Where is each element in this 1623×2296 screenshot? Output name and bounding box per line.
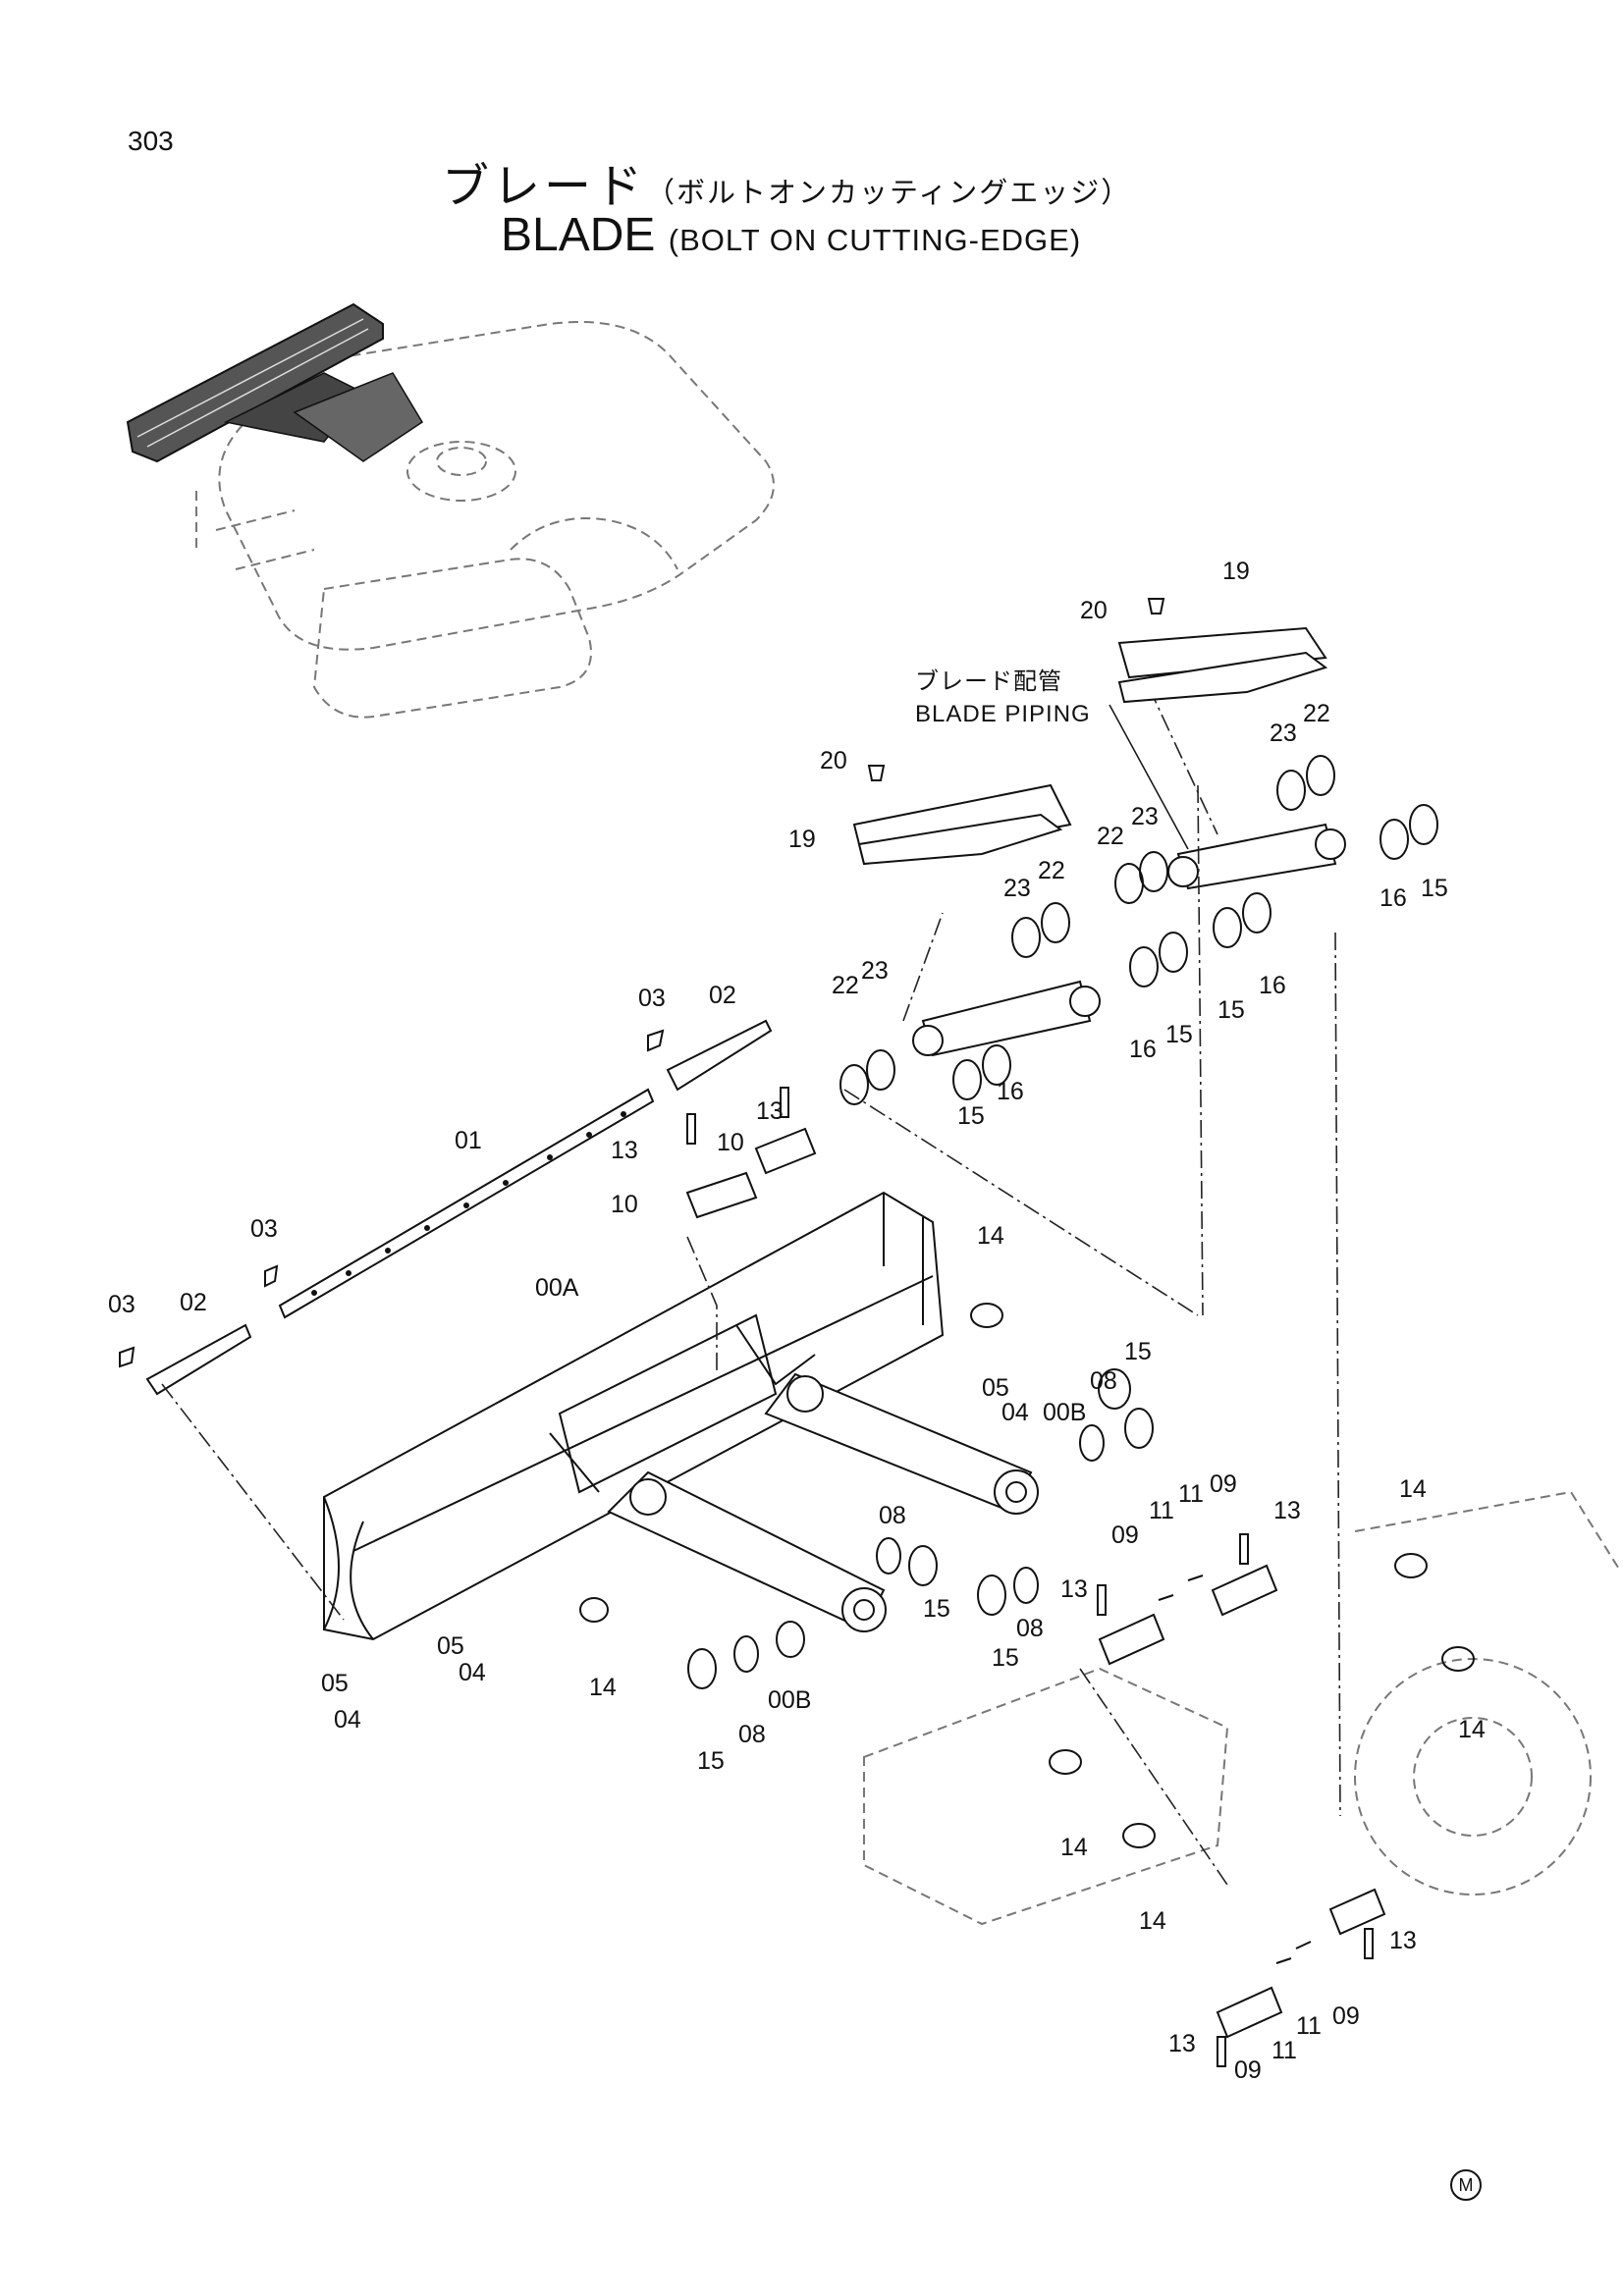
title-japanese: ブレード（ボルトオンカッティングエッジ） bbox=[442, 147, 1131, 216]
part-label-03: 03 bbox=[108, 1291, 135, 1318]
part-label-05: 05 bbox=[982, 1374, 1009, 1402]
part-label-09: 09 bbox=[1234, 2056, 1262, 2084]
part-label-15: 15 bbox=[923, 1595, 950, 1623]
part-label-04: 04 bbox=[334, 1706, 361, 1734]
part-label-15: 15 bbox=[1165, 1021, 1193, 1048]
part-label-08: 08 bbox=[1016, 1615, 1044, 1642]
part-label-14: 14 bbox=[1458, 1716, 1486, 1743]
part-label-08: 08 bbox=[879, 1502, 906, 1529]
part-label-13: 13 bbox=[1060, 1575, 1088, 1603]
part-label-08: 08 bbox=[738, 1721, 766, 1748]
part-label-15: 15 bbox=[957, 1102, 985, 1130]
cutting-edge-group bbox=[119, 1019, 773, 1396]
part-label-00B: 00B bbox=[768, 1686, 811, 1714]
part-label-14: 14 bbox=[1060, 1834, 1088, 1861]
undercarriage-sketch bbox=[863, 1490, 1621, 1926]
title-english: BLADE (BOLT ON CUTTING-EDGE) bbox=[501, 208, 1081, 262]
part-label-22: 22 bbox=[1097, 823, 1124, 850]
pins-and-fittings bbox=[685, 598, 1386, 2067]
overview-blade-shaded bbox=[126, 302, 424, 463]
part-label-20: 20 bbox=[820, 747, 847, 774]
part-label-22: 22 bbox=[832, 972, 859, 999]
title-jp-main: ブレード bbox=[442, 161, 647, 213]
page-number: 303 bbox=[128, 126, 174, 156]
part-label-00A: 00A bbox=[535, 1274, 579, 1302]
part-label-15: 15 bbox=[1217, 996, 1245, 1024]
washer-rings bbox=[579, 755, 1475, 1848]
part-label-09: 09 bbox=[1210, 1470, 1237, 1498]
part-label-23: 23 bbox=[1003, 875, 1031, 902]
part-label-14: 14 bbox=[977, 1222, 1004, 1250]
part-label-20: 20 bbox=[1080, 597, 1108, 624]
part-label-03: 03 bbox=[250, 1215, 278, 1243]
blade-piping-leader bbox=[1109, 704, 1189, 850]
part-label-02: 02 bbox=[709, 982, 736, 1009]
part-label-13: 13 bbox=[1389, 1927, 1417, 1954]
part-label-19: 19 bbox=[1222, 558, 1250, 585]
part-label-09: 09 bbox=[1111, 1522, 1139, 1549]
leader-lines bbox=[161, 686, 1341, 1886]
push-arms bbox=[607, 1372, 1039, 1632]
blade-piping-en: BLADE PIPING bbox=[915, 701, 1091, 727]
part-label-14: 14 bbox=[1139, 1907, 1166, 1935]
part-label-10: 10 bbox=[611, 1191, 638, 1218]
part-label-15: 15 bbox=[697, 1747, 725, 1775]
part-label-14: 14 bbox=[1399, 1475, 1427, 1503]
part-label-19: 19 bbox=[788, 826, 816, 853]
title-en-sub: (BOLT ON CUTTING-EDGE) bbox=[668, 223, 1082, 257]
part-label-01: 01 bbox=[455, 1127, 482, 1154]
part-label-04: 04 bbox=[459, 1659, 486, 1686]
lift-cylinders bbox=[852, 626, 1346, 1057]
part-label-05: 05 bbox=[321, 1670, 349, 1697]
maker-mark: M bbox=[1450, 2169, 1482, 2201]
part-label-23: 23 bbox=[1131, 803, 1159, 830]
part-label-13: 13 bbox=[1168, 2030, 1196, 2057]
part-number-labels: 01 02 02 03 03 03 00A 00B 00B 04 04 04 0… bbox=[108, 558, 1486, 2084]
part-label-22: 22 bbox=[1038, 857, 1065, 884]
part-label-11: 11 bbox=[1271, 2037, 1297, 2064]
part-label-23: 23 bbox=[861, 957, 889, 985]
part-label-16: 16 bbox=[1380, 884, 1407, 912]
part-label-08: 08 bbox=[1090, 1367, 1117, 1395]
part-label-02: 02 bbox=[180, 1289, 207, 1316]
part-label-11: 11 bbox=[1178, 1480, 1204, 1508]
part-label-16: 16 bbox=[1259, 972, 1286, 999]
part-label-03: 03 bbox=[638, 985, 666, 1012]
title-jp-sub: （ボルトオンカッティングエッジ） bbox=[646, 178, 1132, 209]
part-label-10: 10 bbox=[717, 1129, 744, 1156]
part-label-00B: 00B bbox=[1043, 1399, 1086, 1426]
part-label-05: 05 bbox=[437, 1632, 464, 1660]
part-label-04: 04 bbox=[1001, 1399, 1029, 1426]
part-label-13: 13 bbox=[1273, 1497, 1301, 1524]
part-label-23: 23 bbox=[1270, 720, 1297, 747]
part-label-11: 11 bbox=[1149, 1497, 1174, 1524]
machine-overview-sketch bbox=[195, 321, 775, 719]
blade-piping-jp: ブレード配管 bbox=[915, 668, 1062, 695]
part-label-15: 15 bbox=[1421, 875, 1448, 902]
part-label-22: 22 bbox=[1303, 700, 1330, 727]
blade-body bbox=[323, 1191, 945, 1641]
part-label-16: 16 bbox=[997, 1078, 1024, 1105]
part-label-11: 11 bbox=[1296, 2012, 1322, 2040]
title-en-main: BLADE bbox=[501, 209, 656, 261]
part-label-15: 15 bbox=[992, 1644, 1019, 1672]
part-label-13: 13 bbox=[611, 1137, 638, 1164]
part-label-13: 13 bbox=[756, 1097, 784, 1125]
part-label-16: 16 bbox=[1129, 1036, 1157, 1063]
part-label-14: 14 bbox=[589, 1674, 617, 1701]
part-label-15: 15 bbox=[1124, 1338, 1152, 1365]
covers bbox=[857, 651, 1328, 866]
part-label-09: 09 bbox=[1332, 2002, 1360, 2030]
